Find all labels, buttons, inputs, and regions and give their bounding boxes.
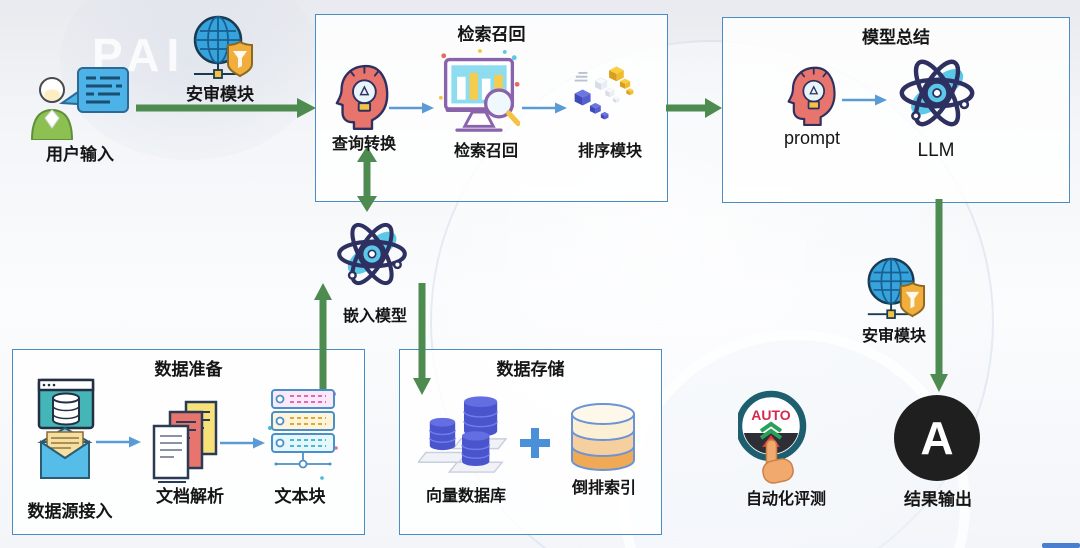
arrow-user-to-retrieval xyxy=(136,98,316,118)
plus-icon xyxy=(520,428,550,458)
retrieval-recall-icon xyxy=(438,49,520,132)
arrow-recall-to-ranking xyxy=(522,102,567,114)
model-box-title: 模型总结 xyxy=(862,28,930,47)
doc-parse-icon xyxy=(152,400,218,483)
query-transform-label: 查询转换 xyxy=(331,136,396,153)
arrow-query-embedding-bidirectional xyxy=(357,146,377,212)
data-source-label: 数据源接入 xyxy=(27,502,113,521)
arrow-parse-to-chunk xyxy=(220,437,265,449)
auto-eval-label: 自动化评测 xyxy=(745,491,826,508)
arrow-retrieval-to-model xyxy=(666,98,722,118)
doc-parse-label: 文档解析 xyxy=(156,487,224,506)
arrow-source-to-parse xyxy=(96,436,141,448)
arrow-embedding-to-store xyxy=(413,283,431,395)
prompt-icon xyxy=(787,66,836,126)
text-chunk-label: 文本块 xyxy=(274,487,326,506)
data-store-box-title: 数据存储 xyxy=(496,360,565,379)
auto-eval-icon: AUTO xyxy=(738,390,807,484)
audit-module-top-label: 安审模块 xyxy=(186,85,254,104)
bottom-edge-mark xyxy=(1042,543,1080,548)
arrow-prompt-to-llm xyxy=(842,94,887,106)
model-box: 模型总结 xyxy=(722,17,1070,203)
user-input-label: 用户输入 xyxy=(46,145,114,164)
result-output-icon: A xyxy=(894,395,980,481)
embedding-model-icon xyxy=(331,211,413,297)
arrow-model-to-output xyxy=(930,199,948,392)
data-prep-box-title: 数据准备 xyxy=(154,360,223,379)
query-transform-icon xyxy=(335,64,389,130)
audit-module-top-icon xyxy=(192,15,254,80)
text-chunk-icon xyxy=(268,389,338,480)
result-output-letter: A xyxy=(920,412,954,464)
arrow-query-to-recall xyxy=(389,102,434,114)
auto-badge-text: AUTO xyxy=(751,407,791,423)
prompt-label: prompt xyxy=(783,128,841,148)
llm-icon xyxy=(893,48,981,138)
llm-label: LLM xyxy=(917,140,955,161)
audit-module-right-icon xyxy=(866,257,926,320)
arrow-textchunk-to-embedding xyxy=(314,283,332,395)
vector-db-label: 向量数据库 xyxy=(425,488,506,505)
inverted-index-label: 倒排索引 xyxy=(571,480,636,497)
retrieval-box-title: 检索召回 xyxy=(457,25,526,44)
inverted-index-icon xyxy=(571,403,635,471)
ranking-module-icon xyxy=(574,66,634,120)
audit-module-right-label: 安审模块 xyxy=(861,328,926,345)
user-input-icon xyxy=(30,67,129,140)
retrieval-recall-label: 检索召回 xyxy=(453,143,518,160)
data-source-icon xyxy=(37,378,95,479)
result-output-label: 结果输出 xyxy=(904,490,972,509)
vector-db-icon xyxy=(418,396,508,473)
ranking-module-label: 排序模块 xyxy=(577,143,642,160)
embedding-model-label: 嵌入模型 xyxy=(342,308,407,325)
